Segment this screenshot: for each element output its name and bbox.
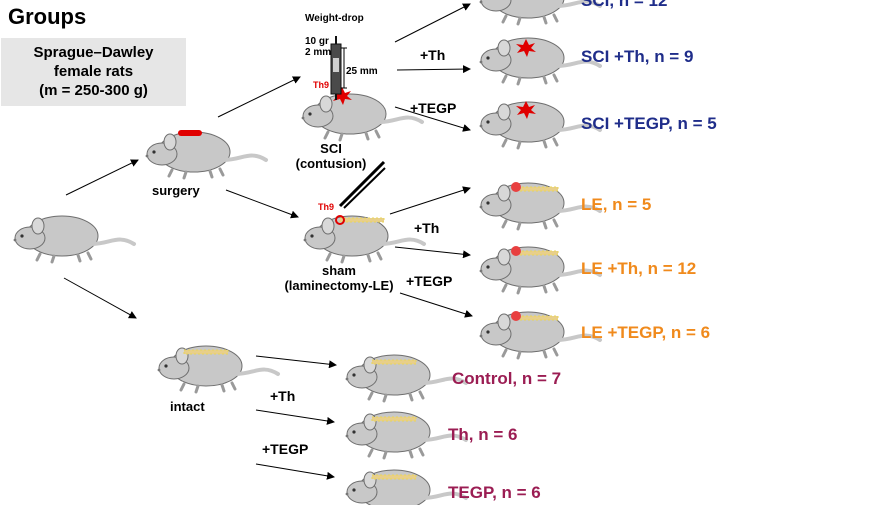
weight-label: 10 gr <box>305 36 329 47</box>
flow-arrows <box>63 3 473 480</box>
sham-label-line-1: sham <box>322 263 356 278</box>
arrow-sham-to-le-tegp <box>399 292 473 318</box>
rat-sci-icon <box>299 87 424 142</box>
sci-tegp-treatment-label: +TEGP <box>410 100 457 116</box>
distance-label: 25 mm <box>346 66 378 77</box>
group-le-label: LE, n = 5 <box>581 195 652 214</box>
surgical-forceps-icon <box>338 160 386 209</box>
source-line-1: Sprague–Dawley <box>33 44 154 61</box>
rat-le-th-group-icon <box>477 245 602 295</box>
source-line-3: (m = 250-300 g) <box>39 82 148 99</box>
le-tegp-treatment-label: +TEGP <box>406 273 453 289</box>
sci-th-treatment-label: +Th <box>420 47 446 63</box>
rat-surgery-icon <box>143 130 268 180</box>
arrow-sci-to-sci <box>394 3 471 43</box>
arrow-sci-to-sci-th <box>396 65 471 74</box>
weight-drop-label: Weight-drop <box>305 13 364 24</box>
arrow-intact-to-th <box>255 409 335 425</box>
group-sci-th-label: SCI +Th, n = 9 <box>581 47 694 66</box>
arrow-intact-to-tegp <box>255 463 335 480</box>
sham-procedure-label: sham (laminectomy-LE) <box>274 263 404 293</box>
arrow-sham-to-le-th <box>394 246 471 259</box>
surgery-label: surgery <box>152 183 200 198</box>
weight-drop-apparatus-icon <box>330 36 347 100</box>
arrow-surgery-to-sham <box>225 189 299 219</box>
source-line-2: female rats <box>53 63 134 80</box>
group-tegp-label: TEGP, n = 6 <box>448 483 541 502</box>
rat-intact-icon <box>155 344 280 394</box>
sham-label-line-2: (laminectomy-LE) <box>284 278 394 293</box>
intact-label: intact <box>170 399 205 414</box>
rat-sham-icon <box>301 214 426 264</box>
rat-control-group-icon <box>343 353 468 403</box>
arrow-sham-to-le <box>389 186 471 215</box>
le-th-treatment-label: +Th <box>414 220 440 236</box>
group-control-label: Control, n = 7 <box>452 369 562 388</box>
sci-level-label: Th9 <box>313 80 330 90</box>
sci-label-line-1: SCI <box>320 141 342 156</box>
source-animals-box: Sprague–Dawley female rats (m = 250-300 … <box>1 38 186 106</box>
group-sci-label: SCI, n = 12 <box>581 0 668 10</box>
group-sci-tegp-label: SCI +TEGP, n = 5 <box>581 114 717 133</box>
group-th-label: Th, n = 6 <box>448 425 518 444</box>
rat-source-icon <box>11 214 136 264</box>
arrow-sci-to-sci-tegp <box>394 106 471 132</box>
rat-le-group-icon <box>477 181 602 231</box>
intact-tegp-treatment-label: +TEGP <box>262 441 309 457</box>
sci-procedure-label: SCI (contusion) <box>286 141 376 171</box>
group-le-th-label: LE +Th, n = 12 <box>581 259 697 278</box>
arrow-intact-to-control <box>255 355 337 369</box>
drop-height-label: 2 mm <box>305 47 332 58</box>
intact-th-treatment-label: +Th <box>270 388 296 404</box>
sham-level-label: Th9 <box>318 202 335 212</box>
arrow-surgery-to-sci <box>217 76 301 118</box>
arrow-source-to-intact <box>63 277 137 319</box>
arrow-source-to-surgery <box>65 159 139 196</box>
rat-le-tegp-group-icon <box>477 310 602 360</box>
diagram-title: Groups <box>8 4 87 29</box>
group-le-tegp-label: LE +TEGP, n = 6 <box>581 323 711 342</box>
sci-label-line-2: (contusion) <box>295 156 367 171</box>
